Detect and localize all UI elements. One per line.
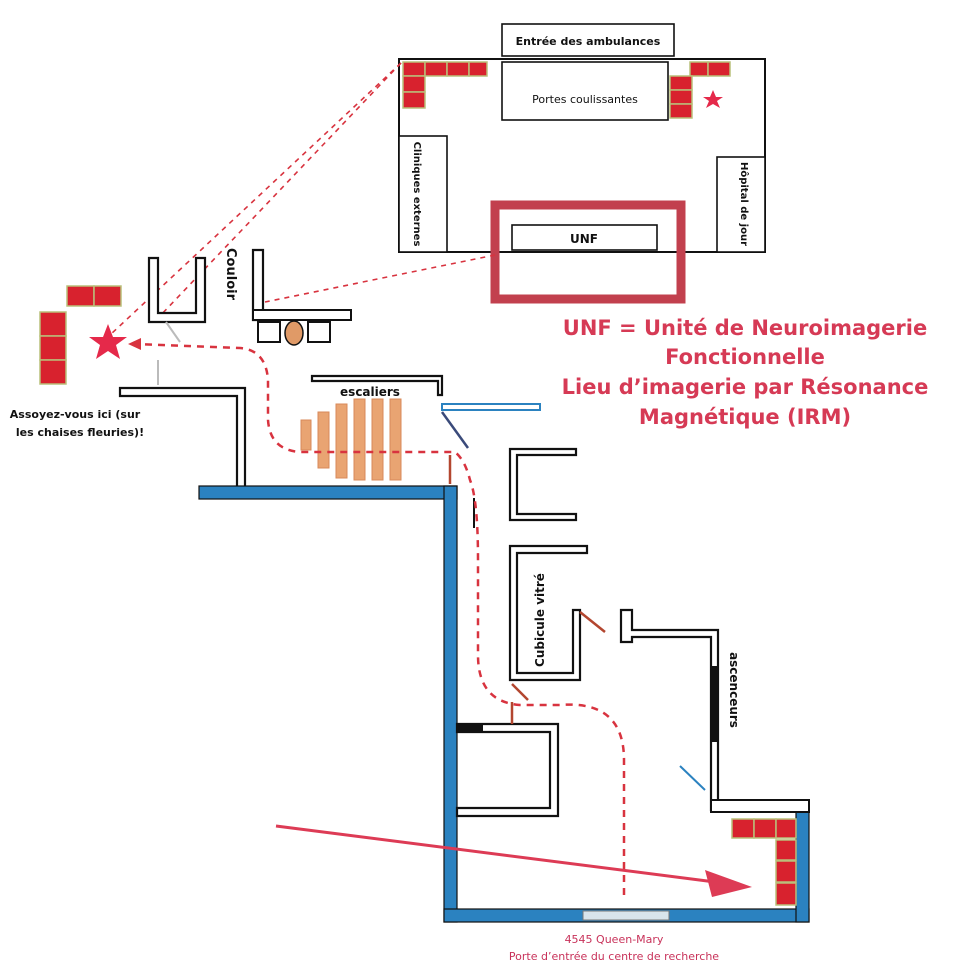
blue-wall-top bbox=[198, 485, 458, 500]
arrow-icon bbox=[275, 824, 716, 884]
inset-chairs-right bbox=[669, 61, 731, 119]
door-panel bbox=[441, 403, 541, 411]
chair bbox=[775, 818, 797, 839]
stairs bbox=[300, 398, 402, 481]
sit-here-label-1: Assoyez-vous ici (sur bbox=[10, 408, 141, 421]
stair-step bbox=[317, 411, 330, 469]
blue-wall-left bbox=[443, 485, 458, 923]
chair bbox=[669, 103, 693, 119]
legend-line-2: Fonctionnelle bbox=[665, 345, 825, 369]
inset-plan: Entrée des ambulances Portes coulissante… bbox=[398, 23, 766, 304]
unf-box bbox=[511, 224, 658, 251]
route-arrowhead bbox=[128, 338, 141, 350]
arrow-icon-head bbox=[705, 870, 752, 897]
stair-step bbox=[335, 403, 348, 479]
stairs-label: escaliers bbox=[340, 385, 400, 399]
legend-line-4: Magnétique (IRM) bbox=[639, 405, 851, 429]
chair bbox=[669, 75, 693, 91]
waiting-chairs bbox=[39, 285, 122, 385]
day-hospital-label: Hôpital de jour bbox=[738, 162, 750, 246]
elevators-label: ascenceurs bbox=[727, 652, 741, 728]
door-swing bbox=[165, 321, 181, 343]
inset-chairs-left bbox=[402, 61, 488, 109]
wall-segment bbox=[710, 799, 810, 813]
door-line bbox=[511, 683, 529, 701]
stair-step bbox=[371, 398, 384, 481]
legend: UNF = Unité de Neuroimagerie Fonctionnel… bbox=[562, 316, 929, 429]
chair bbox=[669, 89, 693, 105]
ambulance-entrance-box bbox=[501, 23, 675, 57]
corridor-label: Couloir bbox=[223, 248, 238, 301]
chair bbox=[775, 882, 797, 906]
glass-cubicle bbox=[508, 544, 589, 682]
table-icon bbox=[284, 320, 304, 346]
chair bbox=[39, 311, 67, 337]
star-icon bbox=[89, 324, 127, 359]
address-line-1: 4545 Queen-Mary bbox=[565, 933, 664, 946]
elevator-doors bbox=[712, 666, 719, 742]
address-line-2: Porte d’entrée du centre de recherche bbox=[509, 950, 719, 963]
chair bbox=[731, 818, 755, 839]
glass-cubicle-label: Cubicule vitré bbox=[533, 573, 547, 667]
zoom-line bbox=[264, 254, 496, 303]
chair bbox=[66, 285, 95, 307]
chair bbox=[775, 839, 797, 861]
door-swing bbox=[440, 411, 470, 449]
chair bbox=[468, 61, 488, 77]
wall-segment bbox=[310, 374, 444, 397]
wall-segment bbox=[457, 724, 483, 732]
door-line bbox=[579, 611, 606, 633]
chair bbox=[446, 61, 470, 77]
route-path bbox=[134, 342, 626, 895]
stair-step bbox=[389, 398, 402, 481]
chair bbox=[402, 91, 426, 109]
unf-highlight bbox=[490, 200, 686, 304]
entrance-door bbox=[582, 910, 670, 921]
ambulance-entrance-label: Entrée des ambulances bbox=[516, 35, 661, 48]
elevator-wall bbox=[619, 608, 720, 812]
sliding-doors-label: Portes coulissantes bbox=[532, 93, 638, 106]
chair bbox=[402, 61, 426, 77]
chair bbox=[39, 335, 67, 361]
unf-label: UNF bbox=[570, 232, 598, 246]
star-icon bbox=[703, 90, 723, 108]
chair bbox=[753, 818, 777, 839]
sit-here-label-2: les chaises fleuries)! bbox=[16, 426, 144, 439]
bench-seat bbox=[307, 321, 331, 343]
bench-seat bbox=[257, 321, 281, 343]
door-swing bbox=[679, 765, 706, 791]
chair bbox=[689, 61, 709, 77]
external-clinics-box bbox=[398, 135, 448, 253]
lobby-chairs bbox=[731, 818, 797, 906]
glass-cubicle-top bbox=[508, 447, 578, 522]
room-wall bbox=[455, 722, 560, 818]
corridor-wall-left bbox=[147, 256, 207, 324]
blue-wall-right bbox=[795, 811, 810, 923]
chair bbox=[775, 860, 797, 883]
sliding-doors-box bbox=[501, 61, 669, 121]
chair bbox=[707, 61, 731, 77]
legend-line-3: Lieu d’imagerie par Résonance bbox=[562, 375, 929, 399]
chair bbox=[402, 75, 426, 93]
chair bbox=[39, 359, 67, 385]
chair bbox=[424, 61, 448, 77]
zoom-line bbox=[157, 62, 402, 319]
corridor-bench bbox=[252, 309, 352, 321]
stair-step bbox=[353, 398, 366, 481]
stair-step bbox=[300, 419, 312, 451]
chair bbox=[93, 285, 122, 307]
day-hospital-box bbox=[716, 156, 766, 253]
external-clinics-label: Cliniques externes bbox=[411, 142, 422, 247]
legend-line-1: UNF = Unité de Neuroimagerie bbox=[563, 316, 927, 340]
